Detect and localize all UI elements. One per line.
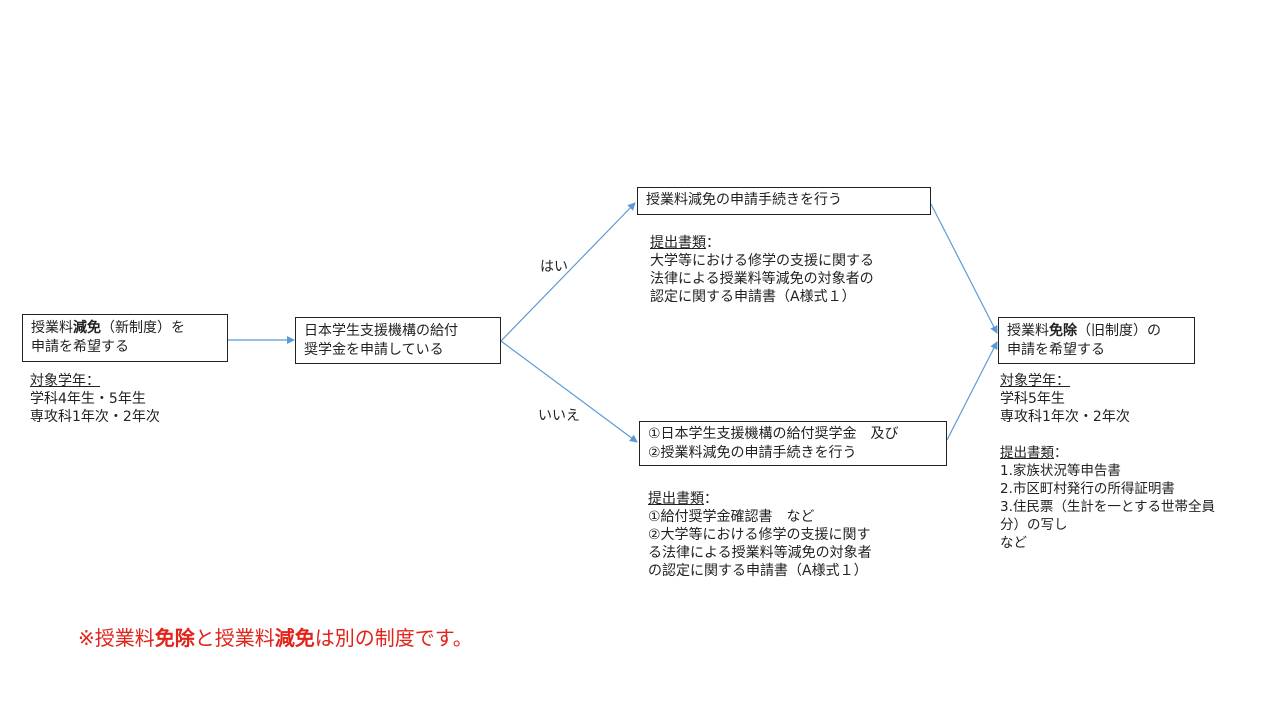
end-target-block: 対象学年： 学科5年生 専攻科1年次・2年次 bbox=[1000, 372, 1130, 426]
end-box-line1: 授業料免除（旧制度）の bbox=[1007, 322, 1186, 341]
start-target-line: 学科4年生・5年生 bbox=[30, 391, 146, 407]
note-emphasis-exemption: 免除 bbox=[154, 626, 195, 650]
end-docs-block: 提出書類： 1.家族状況等申告書 2.市区町村発行の所得証明書 3.住民票（生計… bbox=[1000, 444, 1215, 552]
end-emphasis: 免除 bbox=[1049, 323, 1077, 339]
no-docs-block: 提出書類： ①給付奨学金確認書 など ②大学等における修学の支援に関す る法律に… bbox=[648, 490, 872, 580]
end-docs-line: など bbox=[1000, 535, 1027, 551]
note-emphasis-reduction: 減免 bbox=[274, 626, 315, 650]
end-text-c: （旧制度）の bbox=[1077, 323, 1161, 339]
branch-label-yes: はい bbox=[540, 259, 568, 275]
arrow-yes-to-end bbox=[930, 203, 998, 334]
branch-label-no: いいえ bbox=[538, 408, 580, 424]
no-docs-line: ①給付奨学金確認書 など bbox=[648, 509, 815, 525]
start-box-line1: 授業料減免（新制度）を bbox=[31, 319, 219, 338]
no-docs-heading: 提出書類 bbox=[648, 491, 704, 507]
no-docs-heading-line: 提出書類： bbox=[648, 490, 872, 508]
end-box: 授業料免除（旧制度）の 申請を希望する bbox=[998, 317, 1195, 364]
no-docs-line: ②大学等における修学の支援に関す bbox=[648, 527, 871, 543]
end-docs-heading-line: 提出書類： bbox=[1000, 444, 1215, 462]
note-part: ※授業料 bbox=[78, 626, 155, 650]
start-target-heading: 対象学年： bbox=[30, 373, 100, 389]
yes-docs-line: 大学等における修学の支援に関する bbox=[650, 253, 874, 269]
note-part: は別の制度です。 bbox=[314, 626, 473, 650]
end-target-line: 学科5年生 bbox=[1000, 391, 1065, 407]
yes-docs-line: 法律による授業料等減免の対象者の bbox=[650, 271, 874, 287]
yes-docs-colon: ： bbox=[706, 235, 720, 251]
start-text-c: （新制度）を bbox=[101, 320, 185, 336]
no-docs-line: る法律による授業料等減免の対象者 bbox=[648, 545, 872, 561]
arrow-no-to-end bbox=[946, 341, 998, 441]
arrow-question-to-no bbox=[500, 340, 638, 443]
yes-box: 授業料減免の申請手続きを行う bbox=[637, 187, 931, 215]
yes-docs-heading: 提出書類 bbox=[650, 235, 706, 251]
question-line1: 日本学生支援機構の給付 bbox=[304, 323, 458, 339]
yes-docs-line: 認定に関する申請書（A様式１） bbox=[650, 289, 856, 305]
no-docs-line: の認定に関する申請書（A様式１） bbox=[648, 563, 868, 579]
start-box-line2: 申請を希望する bbox=[31, 339, 129, 355]
end-box-line2: 申請を希望する bbox=[1007, 342, 1105, 358]
start-target-block: 対象学年： 学科4年生・5年生 専攻科1年次・2年次 bbox=[30, 372, 160, 426]
end-docs-line: 1.家族状況等申告書 bbox=[1000, 463, 1121, 479]
start-box: 授業料減免（新制度）を 申請を希望する bbox=[22, 314, 228, 362]
question-line2: 奨学金を申請している bbox=[304, 342, 444, 358]
yes-docs-block: 提出書類： 大学等における修学の支援に関する 法律による授業料等減免の対象者の … bbox=[650, 234, 874, 306]
end-docs-line: 2.市区町村発行の所得証明書 bbox=[1000, 481, 1175, 497]
arrow-question-to-yes bbox=[500, 202, 636, 342]
no-docs-colon: ： bbox=[704, 491, 718, 507]
note-part: と授業料 bbox=[194, 626, 275, 650]
end-docs-line: 3.住民票（生計を一とする世帯全員 bbox=[1000, 499, 1215, 515]
end-target-heading: 対象学年： bbox=[1000, 373, 1070, 389]
yes-docs-heading-line: 提出書類： bbox=[650, 234, 874, 252]
no-box: ①日本学生支援機構の給付奨学金 及び ②授業料減免の申請手続きを行う bbox=[639, 421, 947, 466]
no-box-line1: ①日本学生支援機構の給付奨学金 及び bbox=[648, 426, 899, 442]
end-docs-heading: 提出書類 bbox=[1000, 445, 1054, 461]
start-target-line: 専攻科1年次・2年次 bbox=[30, 409, 160, 425]
start-text-a: 授業料 bbox=[31, 320, 73, 336]
question-box: 日本学生支援機構の給付 奨学金を申請している bbox=[295, 317, 501, 364]
yes-box-label: 授業料減免の申請手続きを行う bbox=[646, 192, 842, 208]
end-text-a: 授業料 bbox=[1007, 323, 1049, 339]
note-text: ※授業料免除と授業料減免は別の制度です。 bbox=[78, 622, 473, 651]
end-target-line: 専攻科1年次・2年次 bbox=[1000, 409, 1130, 425]
end-docs-line: 分）の写し bbox=[1000, 517, 1068, 533]
no-box-line2: ②授業料減免の申請手続きを行う bbox=[648, 445, 857, 461]
start-emphasis: 減免 bbox=[73, 320, 101, 336]
end-docs-colon: ： bbox=[1054, 445, 1068, 461]
